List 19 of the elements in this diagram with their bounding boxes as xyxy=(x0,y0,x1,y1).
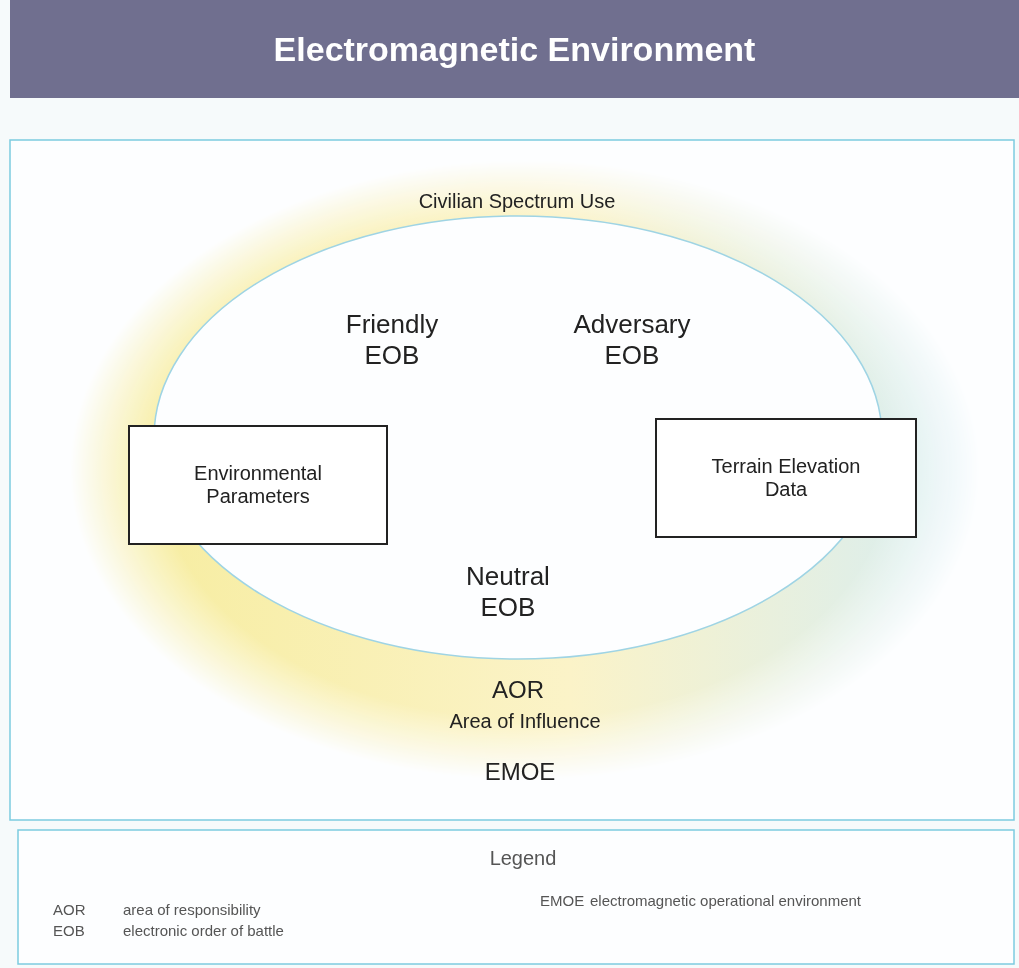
zone-label: Civilian Spectrum Use xyxy=(417,189,617,213)
eob-label: Adversary EOB xyxy=(572,309,692,371)
definition: area of responsibility xyxy=(123,900,261,918)
box-label: Terrain Elevation Data xyxy=(710,455,862,501)
eob-label: Neutral EOB xyxy=(465,561,551,623)
legend-heading: Legend xyxy=(489,846,557,870)
title-banner: Electromagnetic Environment xyxy=(10,0,1019,98)
zone-label: Area of Influence xyxy=(449,709,601,733)
zone-label: AOR xyxy=(492,676,544,704)
abbreviation: AOR xyxy=(53,900,86,918)
abbreviation: EMOE xyxy=(540,891,585,909)
parameter-box xyxy=(128,425,388,545)
eob-label: Friendly EOB xyxy=(344,309,440,371)
definition: electronic order of battle xyxy=(123,921,284,939)
abbreviation: EOB xyxy=(53,921,85,939)
definition: electromagnetic operational environment xyxy=(590,891,861,909)
parameter-box xyxy=(655,418,917,538)
zone-label: EMOE xyxy=(484,758,556,786)
box-label: Environmental Parameters xyxy=(193,462,323,508)
